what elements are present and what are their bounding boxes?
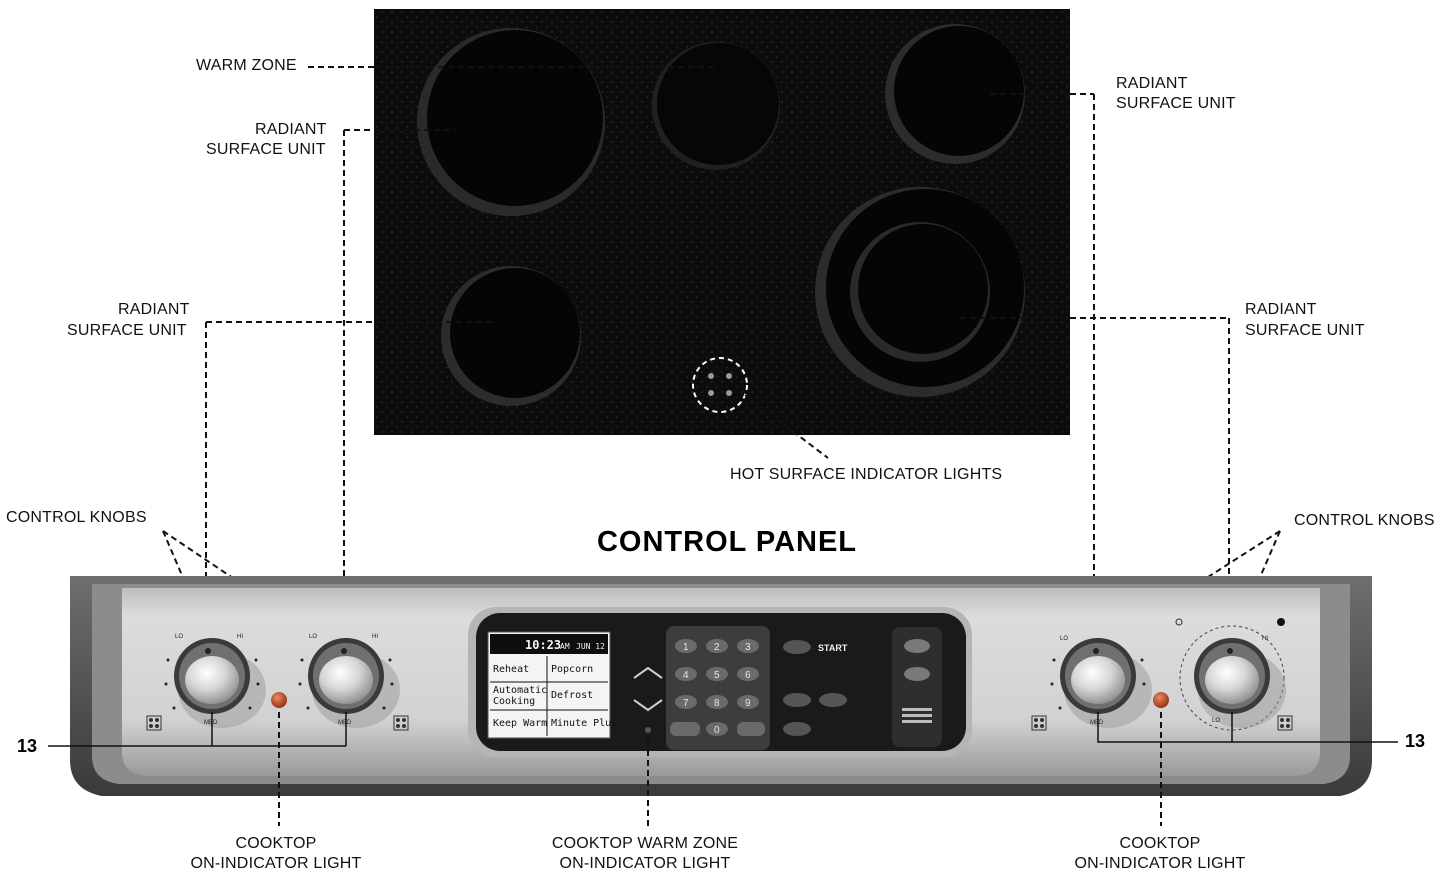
lcd-ampm: AM xyxy=(560,642,570,651)
knob-left-1-hi: HI xyxy=(237,634,243,640)
radiant-label-left-front-2: SURFACE UNIT xyxy=(67,322,187,339)
knob-left-2-hi: HI xyxy=(372,634,378,640)
key-7[interactable]: 7 xyxy=(683,698,689,709)
control-knobs-label-left: CONTROL KNOBS xyxy=(6,509,147,526)
keypad-row-4: 0 xyxy=(670,722,765,736)
drawer-close-button[interactable] xyxy=(904,667,930,681)
radiant-label-left-front-1: RADIANT xyxy=(118,301,190,318)
lcd-display: 10:23 AM JUN 12 Reheat Popcorn Automatic… xyxy=(488,632,617,738)
control-panel: 10:23 AM JUN 12 Reheat Popcorn Automatic… xyxy=(70,576,1372,796)
key-8[interactable]: 8 xyxy=(714,698,720,709)
key-6[interactable]: 6 xyxy=(745,670,751,681)
warm-zone-light-label-2: ON-INDICATOR LIGHT xyxy=(559,855,730,872)
knob-right-1-med: MED xyxy=(1090,720,1104,726)
numeric-keypad: 1 2 3 4 5 6 7 8 9 0 xyxy=(666,626,770,750)
stop-clear-button[interactable] xyxy=(783,640,811,654)
cooktop-light-right-label-2: ON-INDICATOR LIGHT xyxy=(1074,855,1245,872)
cooktop-indicator-light-right xyxy=(1153,692,1169,708)
lcd-time: 10:23 xyxy=(525,638,561,652)
radiant-label-right-front-1: RADIANT xyxy=(1245,301,1317,318)
knob-left-1-lo: LO xyxy=(175,634,183,640)
key-3[interactable]: 3 xyxy=(745,642,751,653)
lcd-menu-minute-plus[interactable]: Minute Plus xyxy=(551,718,617,729)
control-panel-title: CONTROL PANEL xyxy=(597,526,857,558)
radiant-label-right-rear-1: RADIANT xyxy=(1116,75,1188,92)
cooktop-light-right-label-1: COOKTOP xyxy=(1119,835,1200,852)
knob-right-1-lo: LO xyxy=(1060,636,1068,642)
item-number-left: 13 xyxy=(17,736,37,756)
control-knobs-label-right: CONTROL KNOBS xyxy=(1294,512,1435,529)
item-number-right: 13 xyxy=(1405,731,1425,751)
function-button-1[interactable] xyxy=(783,693,811,707)
hot-surface-label: HOT SURFACE INDICATOR LIGHTS xyxy=(730,466,1002,483)
lcd-menu-popcorn[interactable]: Popcorn xyxy=(551,664,593,675)
lcd-menu-cooking[interactable]: Cooking xyxy=(493,696,535,707)
key-cooktop-warm[interactable] xyxy=(670,722,700,736)
warm-zone-label: WARM ZONE xyxy=(196,57,297,74)
start-button[interactable]: START xyxy=(818,643,848,653)
radiant-label-right-rear-2: SURFACE UNIT xyxy=(1116,95,1236,112)
keypad-row-3: 7 8 9 xyxy=(675,695,759,709)
radiant-label-left-rear-2: SURFACE UNIT xyxy=(206,141,326,158)
auto-open-label-icon-2 xyxy=(902,714,932,717)
keypad-row-1: 1 2 3 xyxy=(675,639,759,653)
radiant-label-left-rear-1: RADIANT xyxy=(255,121,327,138)
knob-right-2-lo: LO xyxy=(1212,718,1220,724)
knob-left-1-med: MED xyxy=(204,720,218,726)
warm-zone-indicator-light xyxy=(645,727,651,733)
lcd-menu-defrost[interactable]: Defrost xyxy=(551,690,593,701)
function-button-3[interactable] xyxy=(783,722,811,736)
key-0[interactable]: 0 xyxy=(714,725,720,736)
key-2[interactable]: 2 xyxy=(714,642,720,653)
cooktop-light-left-label-1: COOKTOP xyxy=(235,835,316,852)
key-5[interactable]: 5 xyxy=(714,670,720,681)
keypad-row-2: 4 5 6 xyxy=(675,667,759,681)
surface-unit-right-front-dual xyxy=(815,187,1025,397)
drawer-open-button[interactable] xyxy=(904,639,930,653)
radiant-label-right-front-2: SURFACE UNIT xyxy=(1245,322,1365,339)
surface-unit-left-rear xyxy=(417,28,605,216)
setup-button[interactable] xyxy=(737,722,765,736)
knob-left-2-lo: LO xyxy=(309,634,317,640)
auto-open-label-icon xyxy=(902,708,932,711)
cooktop xyxy=(374,9,1070,435)
cooktop-light-left-label-2: ON-INDICATOR LIGHT xyxy=(190,855,361,872)
auto-open-label-icon-3 xyxy=(902,720,932,723)
key-9[interactable]: 9 xyxy=(745,698,751,709)
lcd-menu-keep-warm[interactable]: Keep Warm xyxy=(493,718,547,729)
lcd-menu-automatic[interactable]: Automatic xyxy=(493,685,547,696)
knob-left-2-med: MED xyxy=(338,720,352,726)
warm-zone-unit xyxy=(652,42,780,170)
warm-zone-light-label-1: COOKTOP WARM ZONE xyxy=(552,835,738,852)
lcd-menu-reheat[interactable]: Reheat xyxy=(493,664,529,675)
dual-element-indicator-icon xyxy=(1277,618,1285,626)
key-4[interactable]: 4 xyxy=(683,670,689,681)
knob-right-2-hi: HI xyxy=(1262,636,1268,642)
key-1[interactable]: 1 xyxy=(683,642,689,653)
function-button-2[interactable] xyxy=(819,693,847,707)
lcd-date: JUN 12 xyxy=(576,642,605,651)
surface-unit-left-front xyxy=(441,266,581,406)
cooktop-indicator-light-left xyxy=(271,692,287,708)
